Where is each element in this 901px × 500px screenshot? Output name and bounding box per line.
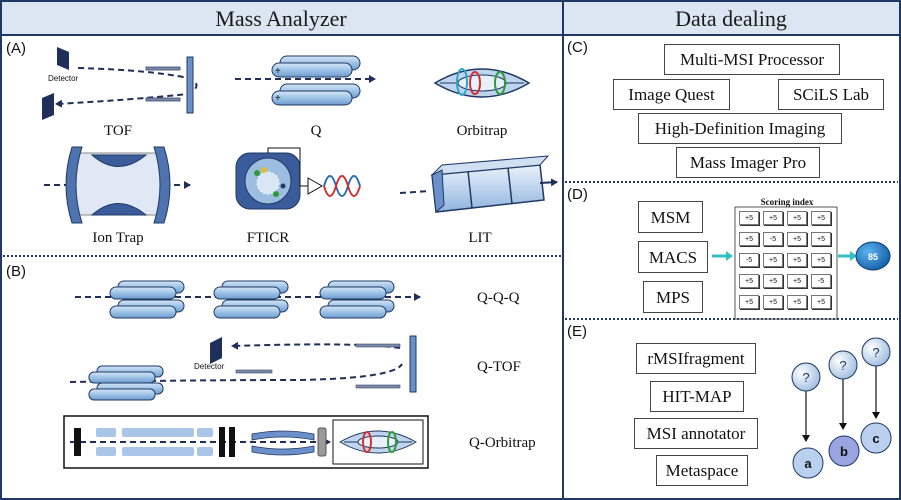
score-cell: -5 [739, 253, 759, 267]
qtof-label: Q-TOF [477, 359, 521, 375]
tool-metaspace: Metaspace [656, 455, 748, 486]
method-mps: MPS [643, 281, 703, 313]
svg-text:+: + [275, 66, 281, 77]
qtof-detector-icon [210, 337, 222, 364]
qtof-reflectron [409, 335, 417, 393]
panel-label-e: (E) [567, 323, 587, 340]
score-cell: +5 [787, 211, 807, 225]
mass-analyzer-header: Mass Analyzer [215, 6, 347, 31]
orbitrap-diagram: Orbitrap [433, 68, 531, 139]
right-header-bg [564, 2, 899, 35]
score-cell: +5 [739, 232, 759, 246]
panel-label-c: (C) [567, 39, 588, 56]
score-cell: +5 [811, 295, 831, 309]
target-node-a [792, 447, 824, 479]
score-cell: +5 [763, 253, 783, 267]
unknown-node-1-symbol: ? [802, 370, 809, 385]
unknown-node-3-symbol: ? [872, 345, 879, 360]
unknown-node-3 [861, 337, 891, 367]
target-node-b-label: b [840, 444, 848, 459]
data-dealing-header: Data dealing [675, 6, 787, 31]
score-cell: +5 [787, 253, 807, 267]
tof-detector-top-icon [57, 47, 69, 70]
ion-trap-label: Ion Trap [92, 230, 143, 246]
tof-detector-bottom-icon [42, 93, 54, 120]
score-cell: +5 [811, 253, 831, 267]
score-cell: -5 [811, 274, 831, 288]
q-label: Q [311, 123, 322, 139]
panel-label-b: (B) [6, 263, 26, 280]
unknown-node-2-symbol: ? [839, 358, 846, 373]
tool-hit-map: HIT-MAP [650, 381, 744, 412]
quadrupole-diagram: + + Q [235, 55, 376, 139]
software-high-definition-imaging: High-Definition Imaging [638, 113, 842, 144]
qqq-diagram: Q-Q-Q [75, 280, 520, 319]
unknown-node-1 [791, 362, 821, 392]
software-scils-lab: SCiLS Lab [778, 79, 884, 110]
method-macs: MACS [638, 241, 708, 273]
software-image-quest: Image Quest [613, 79, 730, 110]
lit-diagram: LIT [399, 155, 558, 246]
score-cell: +5 [787, 295, 807, 309]
target-node-a-label: a [804, 456, 812, 471]
fticr-label: FTICR [247, 230, 290, 246]
svg-text:+: + [275, 93, 281, 104]
tof-label: TOF [104, 123, 132, 139]
score-result-circle [855, 241, 891, 271]
q-orbitrap-label: Q-Orbitrap [469, 435, 536, 451]
fticr-diagram: FTICR [235, 147, 361, 246]
panel-label-d: (D) [567, 186, 588, 203]
tool-rmsifragment: rMSIfragment [636, 343, 756, 374]
score-cell: +5 [787, 274, 807, 288]
panel-label-a: (A) [6, 40, 26, 57]
method-msm: MSM [638, 201, 703, 233]
score-cell: +5 [811, 232, 831, 246]
score-result-value: 85 [868, 252, 878, 262]
score-cell: +5 [811, 211, 831, 225]
score-cell: +5 [739, 295, 759, 309]
left-header-bg [2, 2, 562, 35]
score-cell: +5 [739, 274, 759, 288]
tool-msi-annotator: MSI annotator [634, 418, 758, 449]
score-cell: +5 [763, 274, 783, 288]
qtof-diagram: Detector Q-TOF [69, 335, 521, 401]
scoring-grid-frame [734, 206, 838, 320]
score-cell: -5 [763, 232, 783, 246]
ion-trap-diagram: Ion Trap [44, 146, 191, 246]
lit-label: LIT [468, 230, 491, 246]
target-node-c-label: c [872, 431, 879, 446]
annotation-graph: ? ? ? a b c [791, 337, 892, 479]
orbitrap-label: Orbitrap [457, 123, 508, 139]
score-cell: +5 [787, 232, 807, 246]
tof-reflectron [186, 56, 194, 114]
target-node-b [828, 435, 860, 467]
qtof-detector-label: Detector [194, 362, 225, 371]
software-mass-imager-pro: Mass Imager Pro [676, 147, 820, 178]
q-orbitrap-diagram: Q-Orbitrap [63, 415, 536, 469]
tof-diagram: Detector TOF [42, 47, 198, 139]
software-multi-msi-processor: Multi-MSI Processor [664, 44, 840, 75]
score-cell: +5 [763, 211, 783, 225]
scoring-index-title: Scoring index [761, 197, 814, 207]
unknown-node-2 [828, 350, 858, 380]
score-cell: +5 [739, 211, 759, 225]
score-cell: +5 [763, 295, 783, 309]
target-node-c [860, 422, 892, 454]
qqq-label: Q-Q-Q [477, 290, 520, 306]
tof-detector-label: Detector [48, 74, 79, 83]
